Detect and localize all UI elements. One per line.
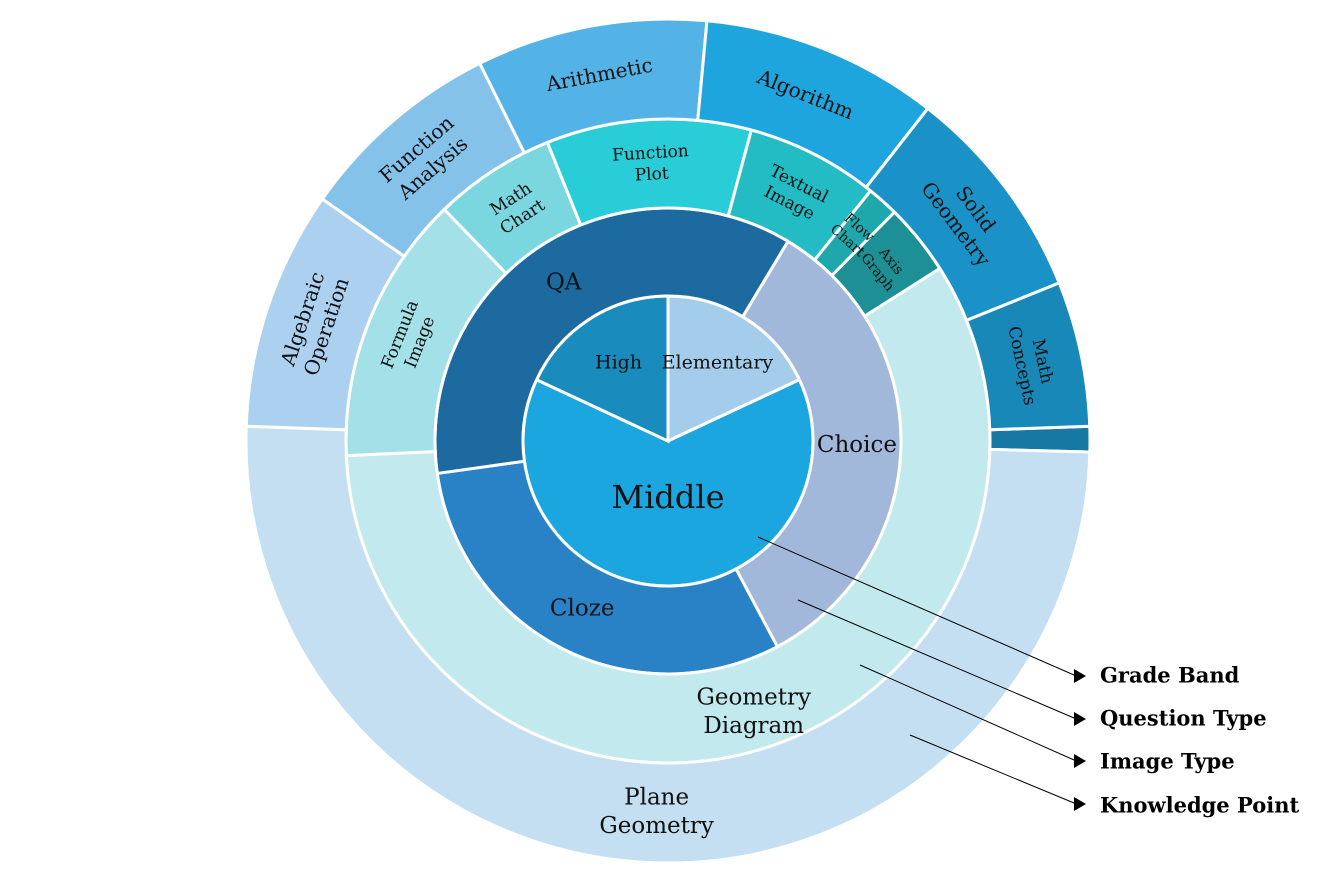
arrowhead-question-type xyxy=(1074,712,1086,726)
leader-line-knowledge-point xyxy=(909,734,1075,804)
legend-question-type: Question Type xyxy=(1100,706,1267,731)
label-choice: Choice xyxy=(817,432,897,458)
leader-line-question-type xyxy=(797,599,1075,719)
segment-math-concepts xyxy=(964,280,1092,432)
label-cloze: Cloze xyxy=(550,595,615,621)
label-middle: Middle xyxy=(611,478,724,516)
arrowhead-grade-band xyxy=(1074,669,1086,683)
arrowhead-knowledge-point xyxy=(1074,797,1086,811)
legend-grade-band: Grade Band xyxy=(1100,663,1240,688)
arrowhead-image-type xyxy=(1074,754,1086,768)
legend-image-type: Image Type xyxy=(1100,749,1235,774)
leader-line-grade-band xyxy=(757,536,1075,676)
label-elementary: Elementary xyxy=(662,351,774,373)
segment-plane-geometry xyxy=(244,424,1092,864)
sunburst-segments xyxy=(244,17,1092,864)
label-function-plot: FunctionPlot xyxy=(612,141,691,187)
leader-line-image-type xyxy=(859,664,1075,761)
label-high: High xyxy=(595,351,642,373)
label-qa: QA xyxy=(546,269,582,295)
legend-knowledge-point: Knowledge Point xyxy=(1100,793,1299,818)
ring-legend: Grade Band Question Type Image Type Know… xyxy=(757,536,1299,818)
